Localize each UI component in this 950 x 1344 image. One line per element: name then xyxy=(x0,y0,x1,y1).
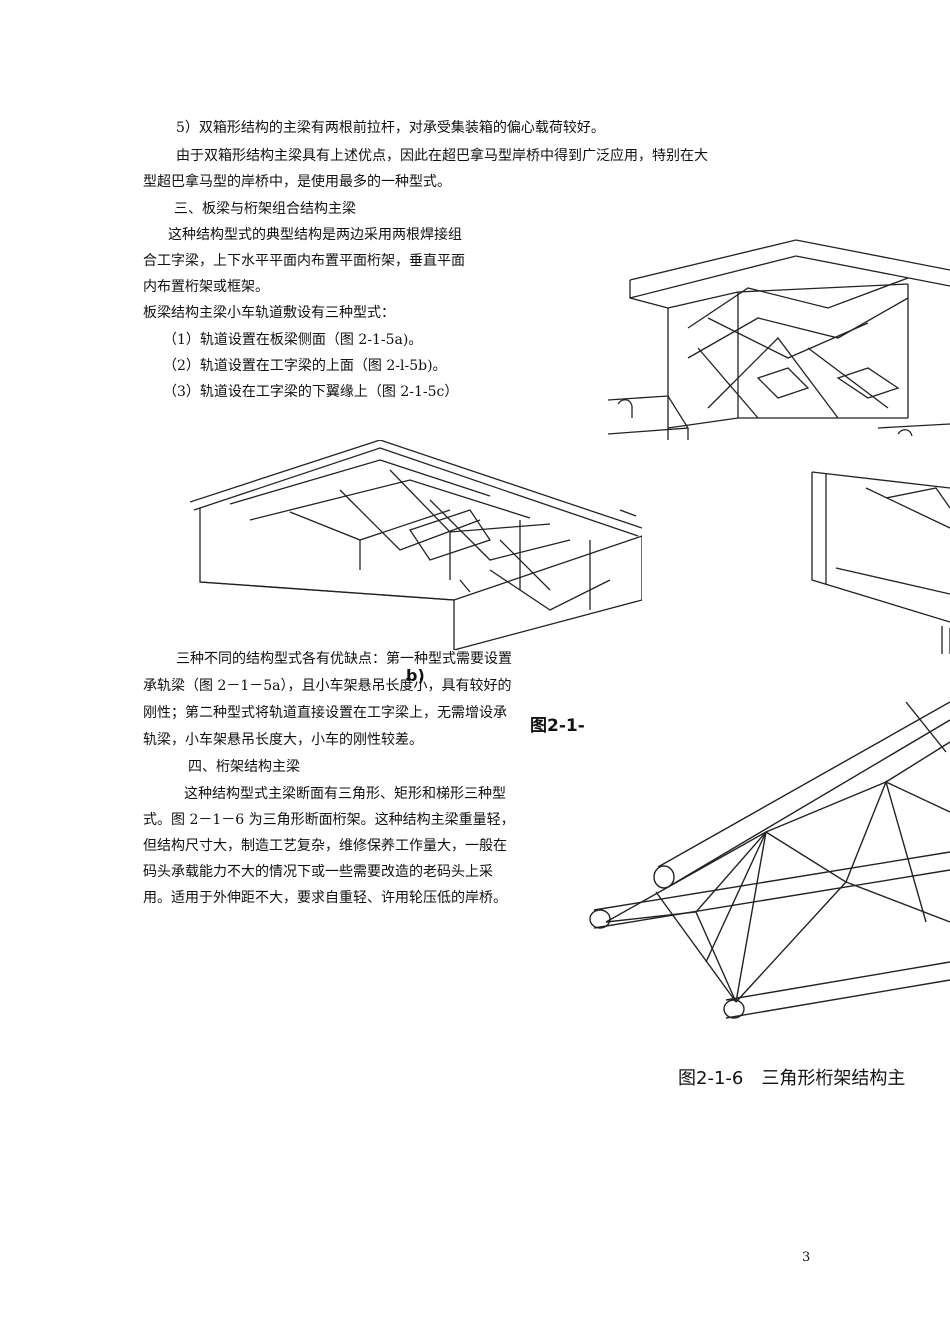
paragraph-line: 5）双箱形结构的主梁有两根前拉杆，对承受集装箱的偏心载荷较好。 xyxy=(176,120,605,136)
figure-2-1-6-drawing xyxy=(586,662,950,1024)
page-number: 3 xyxy=(802,1250,811,1265)
figure-2-1-5c-drawing xyxy=(806,468,950,658)
paragraph-line: 刚性；第二种型式将轨道直接设置在工字梁上，无需增设承 xyxy=(143,705,507,721)
figure-2-1-6-caption: 图2-1-6 三角形桁架结构主 xyxy=(678,1068,906,1089)
figure-2-1-5-caption: 图2-1- xyxy=(530,716,585,736)
paragraph-line: 承轨梁（图 2－1－5a），且小车架悬吊长度小，具有较好的 xyxy=(143,678,512,694)
paragraph-line: 轨梁，小车架悬吊长度大，小车的刚性较差。 xyxy=(143,732,423,748)
list-item: （1）轨道设置在板梁侧面（图 2-1-5a)。 xyxy=(163,332,423,348)
paragraph-line: 由于双箱形结构主梁具有上述优点，因此在超巴拿马型岸桥中得到广泛应用，特别在大 xyxy=(176,148,708,164)
paragraph-line: 内布置桁架或框架。 xyxy=(143,279,269,295)
paragraph-line: 码头承载能力不大的情况下或一些需要改造的老码头上采 xyxy=(143,864,493,880)
paragraph-line: 式。图 2－1－6 为三角形断面桁架。这种结构主梁重量轻， xyxy=(143,812,515,828)
paragraph-line: 但结构尺寸大，制造工艺复杂，维修保养工作量大，一般在 xyxy=(143,838,507,854)
figure-2-1-5a-drawing xyxy=(608,228,950,440)
section-heading-3: 三、板梁与桁架组合结构主梁 xyxy=(174,201,356,217)
paragraph-line: 合工字梁，上下水平平面内布置平面桁架，垂直平面 xyxy=(143,253,465,269)
list-item: （2）轨道设置在工字梁的上面（图 2-l-5b)。 xyxy=(163,358,447,374)
list-item: （3）轨道设在工字梁的下翼缘上（图 2-1-5c） xyxy=(163,384,459,400)
paragraph-line: 用。适用于外伸距不大，要求自重轻、许用轮压低的岸桥。 xyxy=(143,890,507,906)
paragraph-line: 板梁结构主梁小车轨道敷设有三种型式： xyxy=(143,305,395,321)
paragraph-line: 型超巴拿马型的岸桥中，是使用最多的一种型式。 xyxy=(143,174,451,190)
paragraph-line: 这种结构型式主梁断面有三角形、矩形和梯形三种型 xyxy=(184,786,506,802)
figure-b-label: b) xyxy=(406,666,425,685)
figure-2-1-5b-drawing xyxy=(190,440,642,650)
paragraph-line: 三种不同的结构型式各有优缺点：第一种型式需要设置 xyxy=(176,651,512,667)
section-heading-4: 四、桁架结构主梁 xyxy=(188,759,300,775)
paragraph-line: 这种结构型式的典型结构是两边采用两根焊接组 xyxy=(168,227,462,243)
